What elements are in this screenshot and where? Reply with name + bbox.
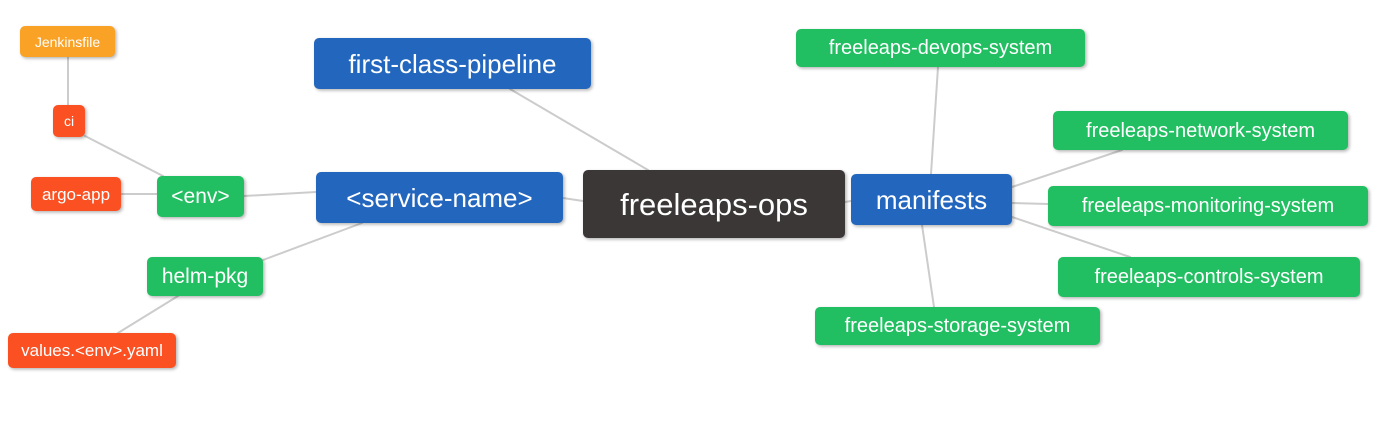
node-helm-pkg[interactable]: helm-pkg [147,257,263,296]
node-freeleaps-devops-system[interactable]: freeleaps-devops-system [796,29,1085,67]
edge-manifests-to-freeleaps-controls-system [1011,216,1131,258]
node-env[interactable]: <env> [157,176,244,217]
edge-manifests-to-freeleaps-monitoring-system [1011,202,1049,205]
edge-env-to-service-name [243,191,317,197]
node-manifests[interactable]: manifests [851,174,1012,225]
node-ci[interactable]: ci [53,105,85,137]
node-freeleaps-monitoring-system[interactable]: freeleaps-monitoring-system [1048,186,1368,226]
node-freeleaps-storage-system[interactable]: freeleaps-storage-system [815,307,1100,345]
node-argo-app[interactable]: argo-app [31,177,121,211]
edge-helm-pkg-to-values-env-yaml [117,295,179,334]
node-jenkinsfile[interactable]: Jenkinsfile [20,26,115,57]
edge-service-name-to-helm-pkg [262,222,363,261]
node-service-name[interactable]: <service-name> [316,172,563,223]
node-values-env-yaml[interactable]: values.<env>.yaml [8,333,176,368]
edge-manifests-to-freeleaps-storage-system [921,224,935,308]
edge-ci-to-env [84,135,164,177]
edge-manifests-to-freeleaps-network-system [1011,149,1123,188]
node-first-class-pipeline[interactable]: first-class-pipeline [314,38,591,89]
node-freeleaps-ops[interactable]: freeleaps-ops [583,170,845,238]
edge-service-name-to-freeleaps-ops [562,197,584,202]
node-freeleaps-network-system[interactable]: freeleaps-network-system [1053,111,1348,150]
edge-first-class-pipeline-to-freeleaps-ops [509,88,649,171]
edge-manifests-to-freeleaps-devops-system [930,66,939,175]
node-freeleaps-controls-system[interactable]: freeleaps-controls-system [1058,257,1360,297]
edge-freeleaps-ops-to-manifests [844,200,852,203]
